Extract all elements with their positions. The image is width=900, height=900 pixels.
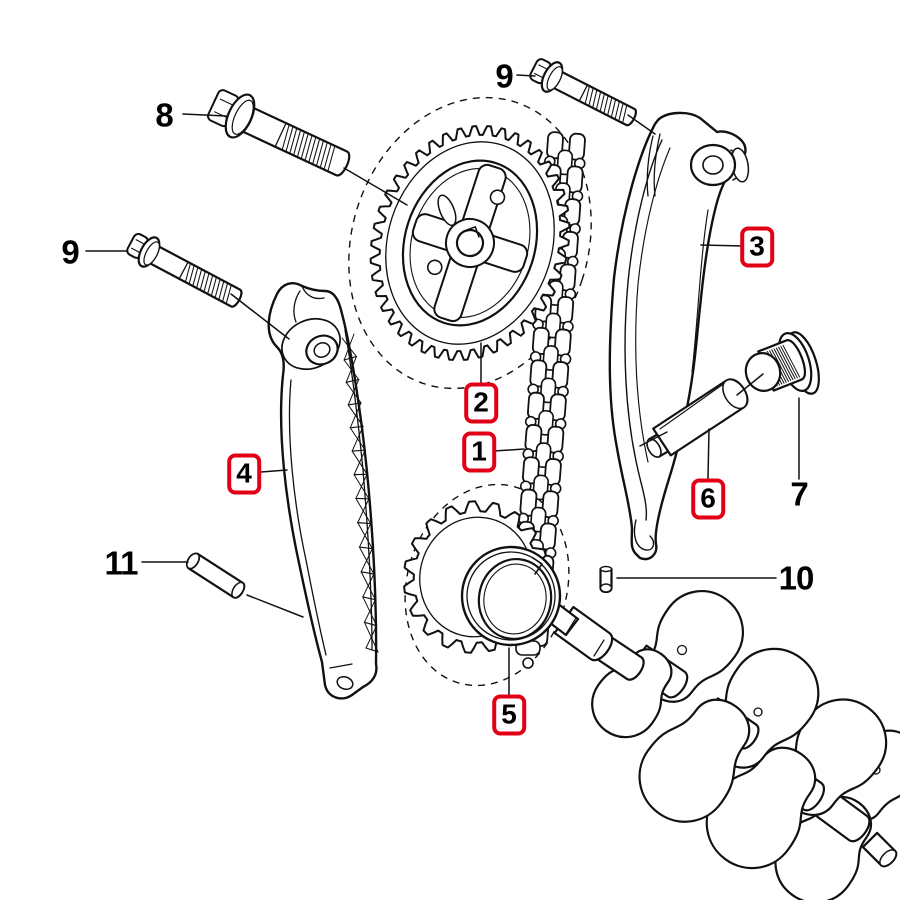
callout-5-boxed[interactable]: 5 (492, 694, 526, 736)
callout-4-boxed[interactable]: 4 (227, 453, 261, 495)
crankshaft-drawing (534, 590, 900, 900)
dowel-pin-drawing (185, 552, 246, 599)
callout-3-boxed[interactable]: 3 (740, 226, 774, 268)
callout-9[interactable]: 9 (495, 57, 513, 95)
hex-bolt-top-drawing (529, 58, 637, 127)
guide-rail-drawing (267, 282, 379, 700)
crankshaft-sprocket-drawing (403, 500, 562, 654)
callout-2-boxed[interactable]: 2 (464, 382, 498, 424)
tensioning-rail-drawing (608, 111, 750, 561)
leader-lines (85, 74, 800, 697)
hex-bolt-left-drawing (126, 232, 243, 308)
callout-6-boxed[interactable]: 6 (691, 478, 725, 520)
tensioner-plug-drawing (744, 331, 820, 395)
callout-9[interactable]: 9 (61, 233, 79, 271)
callout-11[interactable]: 11 (104, 544, 139, 582)
callout-7[interactable]: 7 (790, 475, 808, 513)
hex-bolt-large-drawing (207, 89, 351, 177)
fitting-pin-drawing (599, 565, 613, 594)
callout-8[interactable]: 8 (155, 96, 173, 134)
callout-1-boxed[interactable]: 1 (462, 431, 496, 473)
callout-10[interactable]: 10 (778, 559, 815, 597)
camshaft-sprocket-drawing (369, 125, 571, 361)
